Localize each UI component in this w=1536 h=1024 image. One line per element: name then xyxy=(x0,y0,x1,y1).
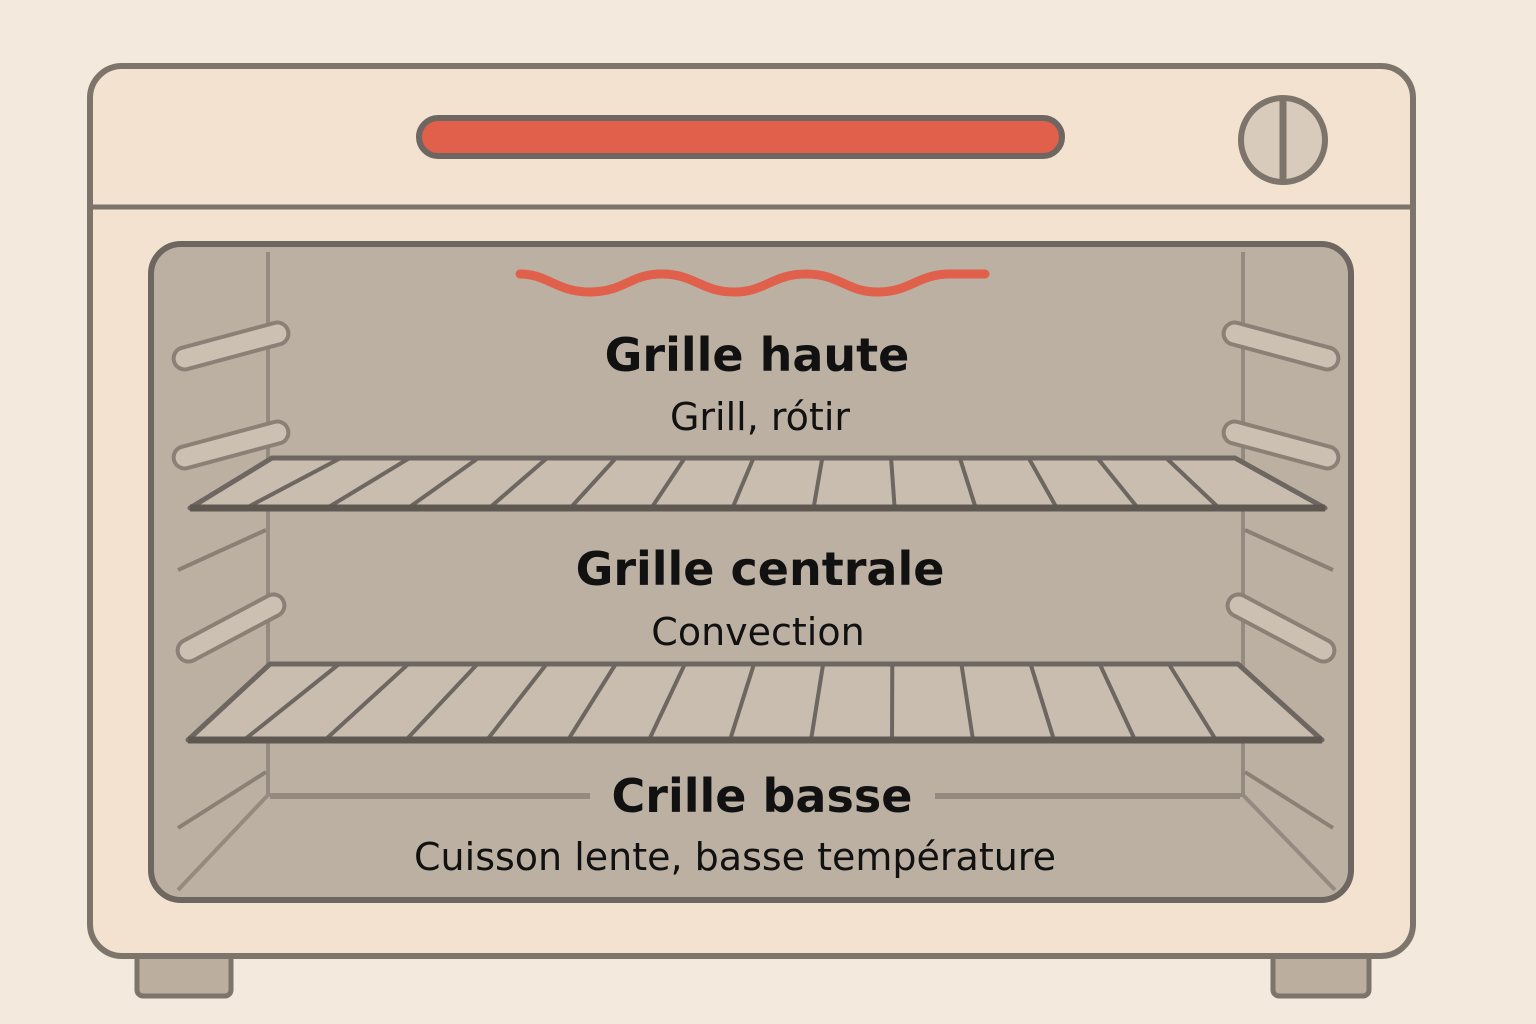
rack-wire xyxy=(1095,456,1140,510)
rack-wire xyxy=(889,457,897,509)
rack-middle-title: Grille centrale xyxy=(576,542,945,596)
rack-middle[interactable] xyxy=(185,661,1325,744)
rack-top[interactable] xyxy=(187,455,1328,512)
rack-wire xyxy=(959,663,975,741)
rack-wire xyxy=(485,662,549,742)
rack-middle-subtitle: Convection xyxy=(651,610,864,654)
rack-wire xyxy=(1097,663,1137,741)
rack-frame xyxy=(187,455,1328,511)
rack-wire xyxy=(242,662,341,742)
rack-wire xyxy=(649,456,687,510)
rack-wire xyxy=(568,456,618,510)
rack-wire xyxy=(1164,456,1221,510)
rack-supports-right xyxy=(1221,320,1341,664)
rack-wire xyxy=(245,456,342,510)
rack-wire xyxy=(957,457,978,509)
rack-wire xyxy=(566,662,618,742)
rack-wire xyxy=(647,663,687,741)
rack-wire xyxy=(1026,457,1059,509)
control-knob-icon[interactable] xyxy=(1238,95,1328,185)
rack-supports-right-lines xyxy=(1243,528,1335,830)
rack-bottom-title: Crille basse xyxy=(612,769,913,823)
rack-wire xyxy=(326,456,411,510)
rack-wire xyxy=(1028,663,1056,741)
heat-indicator-bar-icon xyxy=(416,115,1065,159)
rack-wire xyxy=(487,456,549,510)
heating-element-wave-icon xyxy=(515,269,990,297)
rack-supports-left-lines xyxy=(176,528,268,830)
rack-wire xyxy=(404,662,479,742)
rack-frame xyxy=(185,661,1325,743)
rack-bottom-subtitle: Cuisson lente, basse température xyxy=(414,835,1056,879)
rack-wire xyxy=(407,456,480,510)
rack-supports-left xyxy=(171,320,291,664)
rack-top-title: Grille haute xyxy=(605,328,910,382)
rack-wire xyxy=(730,457,756,509)
rack-wire xyxy=(1167,662,1218,742)
rack-wire xyxy=(809,663,826,741)
rack-top-subtitle: Grill, rótir xyxy=(670,395,850,439)
rack-wire xyxy=(811,457,825,509)
rack-wire xyxy=(728,663,756,741)
rack-wire xyxy=(323,662,410,742)
